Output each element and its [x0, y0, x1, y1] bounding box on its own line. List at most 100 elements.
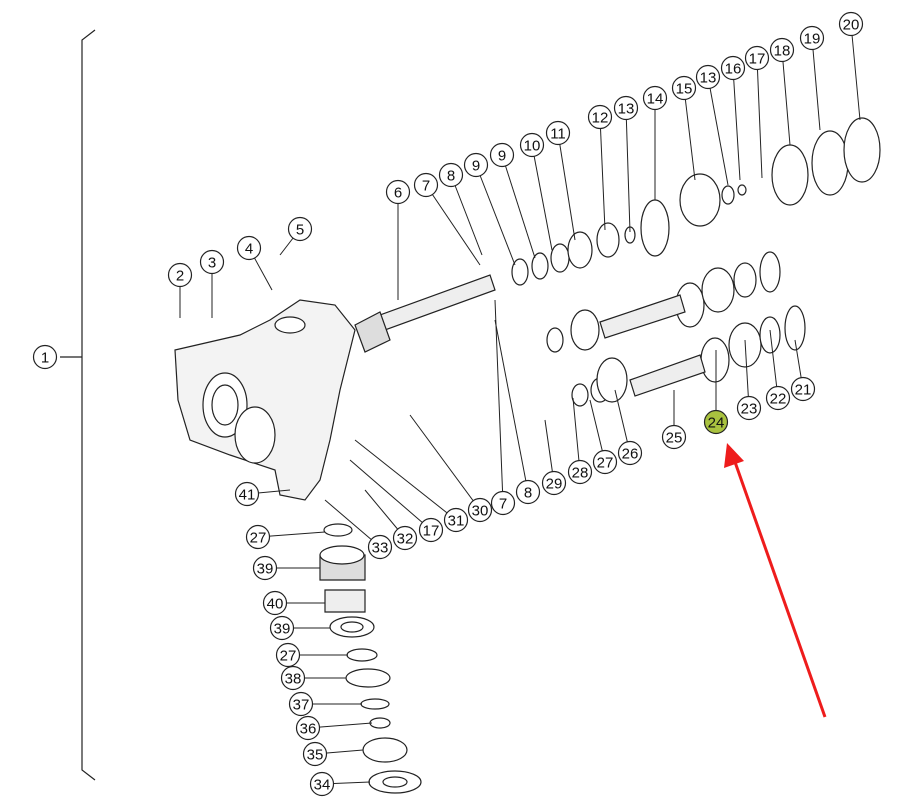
callout[interactable]: 25	[661, 424, 687, 450]
callout-circle	[799, 25, 825, 51]
callout-number: 39	[274, 621, 291, 638]
callout[interactable]: 8	[515, 479, 541, 505]
callout[interactable]: 14	[642, 85, 668, 111]
ring-part	[571, 383, 589, 407]
callout[interactable]: 39	[269, 615, 295, 641]
callout-circle	[392, 525, 418, 551]
callout-circle	[438, 162, 464, 188]
callout-number: 11	[550, 126, 566, 143]
callout[interactable]: 9	[489, 142, 515, 168]
callout[interactable]: 15	[671, 75, 697, 101]
callout[interactable]: 12	[587, 104, 613, 130]
callout[interactable]: 10	[519, 132, 545, 158]
parts-drawing	[174, 117, 881, 794]
callout[interactable]: 13	[695, 64, 721, 90]
callout[interactable]: 7	[490, 490, 516, 516]
callout[interactable]: 19	[799, 25, 825, 51]
callout-highlighted[interactable]: 24	[703, 409, 729, 435]
assembly-bracket	[60, 29, 96, 781]
callout[interactable]: 4	[236, 235, 262, 261]
callout-circle	[642, 85, 668, 111]
callout[interactable]: 27	[245, 524, 271, 550]
callout[interactable]: 13	[613, 95, 639, 121]
callout[interactable]: 5	[287, 216, 313, 242]
ring-part	[843, 117, 881, 183]
callout[interactable]: 17	[418, 517, 444, 543]
callout[interactable]: 39	[252, 555, 278, 581]
callout[interactable]: 1	[32, 344, 58, 370]
leader-line	[707, 76, 729, 186]
callout[interactable]: 35	[302, 741, 328, 767]
callout-circle	[262, 590, 288, 616]
callout[interactable]: 29	[541, 470, 567, 496]
callout[interactable]: 30	[467, 497, 493, 523]
callout-circle	[790, 376, 816, 402]
callout[interactable]: 38	[280, 665, 306, 691]
callout[interactable]: 32	[392, 525, 418, 551]
callout-number: 6	[394, 185, 402, 202]
callout-number: 26	[622, 446, 639, 463]
callout[interactable]: 16	[720, 55, 746, 81]
callout-number: 27	[280, 648, 297, 665]
callout[interactable]: 27	[275, 642, 301, 668]
callout[interactable]: 27	[592, 449, 618, 475]
callout-number: 10	[524, 138, 541, 155]
callout[interactable]: 2	[167, 262, 193, 288]
callout[interactable]: 8	[438, 162, 464, 188]
leader-line	[409, 414, 481, 511]
callout[interactable]: 9	[463, 152, 489, 178]
callout[interactable]: 17	[744, 45, 770, 71]
ring-part	[759, 316, 781, 354]
callout[interactable]: 26	[617, 440, 643, 466]
callout[interactable]: 34	[309, 771, 335, 797]
callout-number: 32	[397, 531, 414, 548]
callout-circle	[613, 95, 639, 121]
callout-number: 37	[293, 697, 310, 714]
callout[interactable]: 36	[295, 715, 321, 741]
callout-circle	[769, 37, 795, 63]
callout[interactable]: 3	[199, 249, 225, 275]
callout-number: 28	[572, 465, 589, 482]
callout[interactable]: 7	[413, 172, 439, 198]
leader-line	[625, 107, 631, 233]
leader-line	[732, 67, 741, 181]
leader-line	[494, 299, 504, 504]
callout-number: 38	[285, 671, 302, 688]
callout-number: 34	[314, 777, 331, 794]
callout-circle	[519, 132, 545, 158]
callout[interactable]: 18	[769, 37, 795, 63]
leader-line	[811, 37, 821, 131]
callout-circle	[489, 142, 515, 168]
leader-line	[781, 49, 791, 146]
callout-number: 7	[422, 178, 430, 195]
callout-number: 13	[618, 101, 635, 118]
callout[interactable]: 40	[262, 590, 288, 616]
callout[interactable]: 22	[765, 385, 791, 411]
ring-part	[733, 262, 757, 298]
callout[interactable]: 37	[288, 691, 314, 717]
callout[interactable]: 31	[443, 507, 469, 533]
callout-number: 35	[307, 747, 324, 764]
callout-circle	[236, 235, 262, 261]
callout[interactable]: 23	[736, 395, 762, 421]
callout-circle	[252, 555, 278, 581]
callout-number: 9	[472, 158, 480, 175]
callout[interactable]: 6	[385, 179, 411, 205]
callout-number: 41	[239, 487, 256, 504]
callout-number: 30	[472, 503, 489, 520]
callout[interactable]: 20	[838, 11, 864, 37]
callout-number: 8	[524, 485, 532, 502]
callout-number: 8	[447, 168, 455, 185]
callout[interactable]: 21	[790, 376, 816, 402]
callout[interactable]: 41	[234, 481, 260, 507]
callout[interactable]: 33	[367, 534, 393, 560]
callout[interactable]: 11	[545, 120, 571, 146]
callout[interactable]: 28	[567, 459, 593, 485]
callout-number: 17	[423, 523, 440, 540]
callout-number: 14	[647, 91, 664, 108]
ring-part	[737, 184, 747, 196]
ring-part	[721, 185, 735, 205]
ring-part	[811, 130, 849, 196]
callout-number: 16	[725, 61, 742, 78]
